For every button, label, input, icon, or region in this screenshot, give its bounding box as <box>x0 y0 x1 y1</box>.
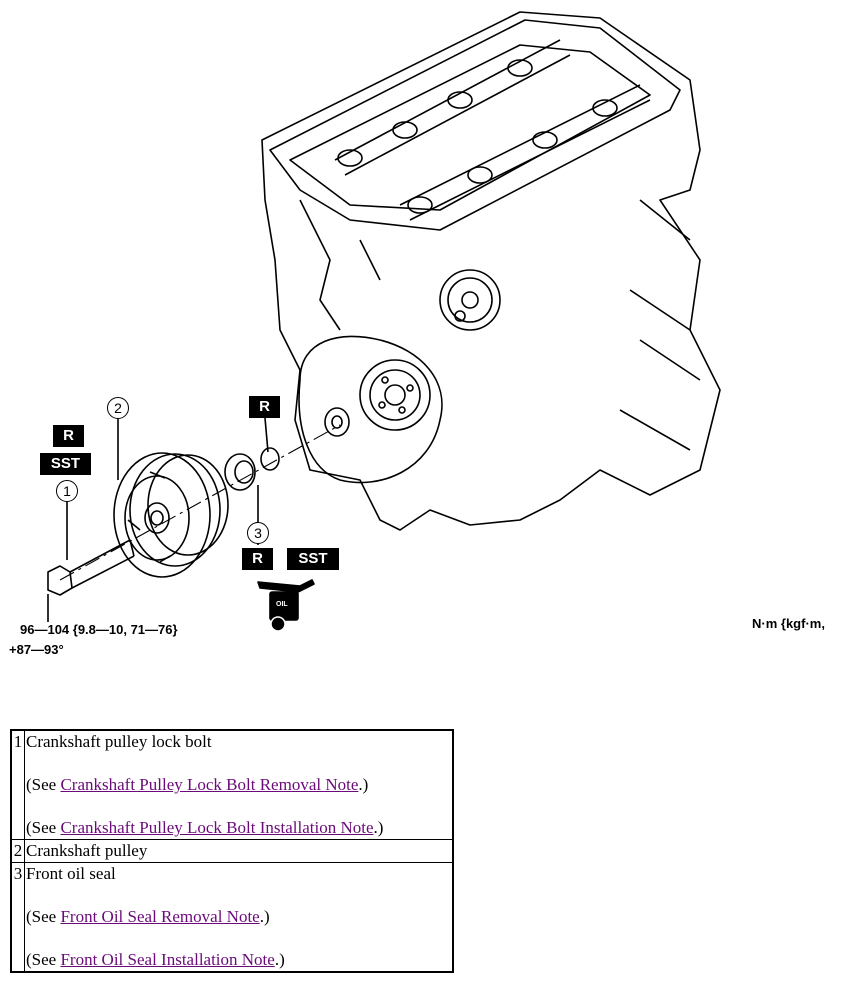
engine-drawing <box>47 11 721 632</box>
note-prefix: (See <box>26 907 61 926</box>
part-description: Front oil seal (See Front Oil Seal Remova… <box>24 862 454 973</box>
note-link[interactable]: Crankshaft Pulley Lock Bolt Installation… <box>60 818 374 837</box>
engine-illustration: R SST 1 2 R 3 R SST OIL 96—104 {9.8—10, … <box>9 11 825 657</box>
oil-can-icon <box>257 579 315 632</box>
sst-badge-2: SST <box>287 548 339 570</box>
callout-number-2: 2 <box>107 397 129 419</box>
front-oil-seal <box>224 453 256 491</box>
note-line: (See Crankshaft Pulley Lock Bolt Removal… <box>26 775 452 795</box>
note-suffix: .) <box>358 775 369 794</box>
sst-badge-1: SST <box>40 453 91 475</box>
camshaft-intake <box>334 39 571 176</box>
note-line: (See Front Oil Seal Installation Note.) <box>26 950 452 970</box>
part-description: Crankshaft pulley lock bolt (See Cranksha… <box>24 729 454 840</box>
note-line: (See Crankshaft Pulley Lock Bolt Install… <box>26 818 452 838</box>
part-name: Front oil seal <box>26 864 116 883</box>
part-number: 3 <box>10 862 25 973</box>
crankshaft-pulley <box>113 452 229 578</box>
note-suffix: .) <box>274 950 285 969</box>
torque-angle: +87—93° <box>9 642 64 657</box>
cam-lobes <box>337 59 618 214</box>
part-description: Crankshaft pulley <box>24 839 454 863</box>
note-link[interactable]: Front Oil Seal Removal Note <box>60 907 260 926</box>
lock-bolt <box>47 539 135 596</box>
part-number: 1 <box>10 729 25 840</box>
timing-cover <box>298 335 443 484</box>
unit-note: N·m {kgf·m, <box>752 616 825 631</box>
note-prefix: (See <box>26 775 61 794</box>
torque-spec: 96—104 {9.8—10, 71—76} <box>20 622 178 637</box>
oil-label: OIL <box>276 601 288 608</box>
part-name: Crankshaft pulley <box>26 841 148 860</box>
note-line: (See Front Oil Seal Removal Note.) <box>26 907 452 927</box>
center-line <box>59 424 341 581</box>
note-link[interactable]: Front Oil Seal Installation Note <box>60 950 275 969</box>
note-prefix: (See <box>26 818 61 837</box>
note-suffix: .) <box>259 907 270 926</box>
reusable-r-badge-1: R <box>53 425 84 447</box>
note-link[interactable]: Crankshaft Pulley Lock Bolt Removal Note <box>60 775 359 794</box>
o-ring <box>260 447 280 471</box>
note-suffix: .) <box>373 818 384 837</box>
reusable-r-badge-3: R <box>242 548 273 570</box>
callout-number-3: 3 <box>247 522 269 544</box>
note-prefix: (See <box>26 950 61 969</box>
part-number: 2 <box>10 839 25 863</box>
water-pump-pulley <box>359 359 431 431</box>
engine-block-outline <box>261 11 721 531</box>
cylinder-head <box>269 19 681 231</box>
crankshaft-snout <box>324 407 350 437</box>
camshaft-exhaust <box>399 84 651 221</box>
part-name: Crankshaft pulley lock bolt <box>26 732 212 751</box>
callout-number-1: 1 <box>56 480 78 502</box>
idler-pulley <box>439 269 501 331</box>
reusable-r-badge-2: R <box>249 396 280 418</box>
